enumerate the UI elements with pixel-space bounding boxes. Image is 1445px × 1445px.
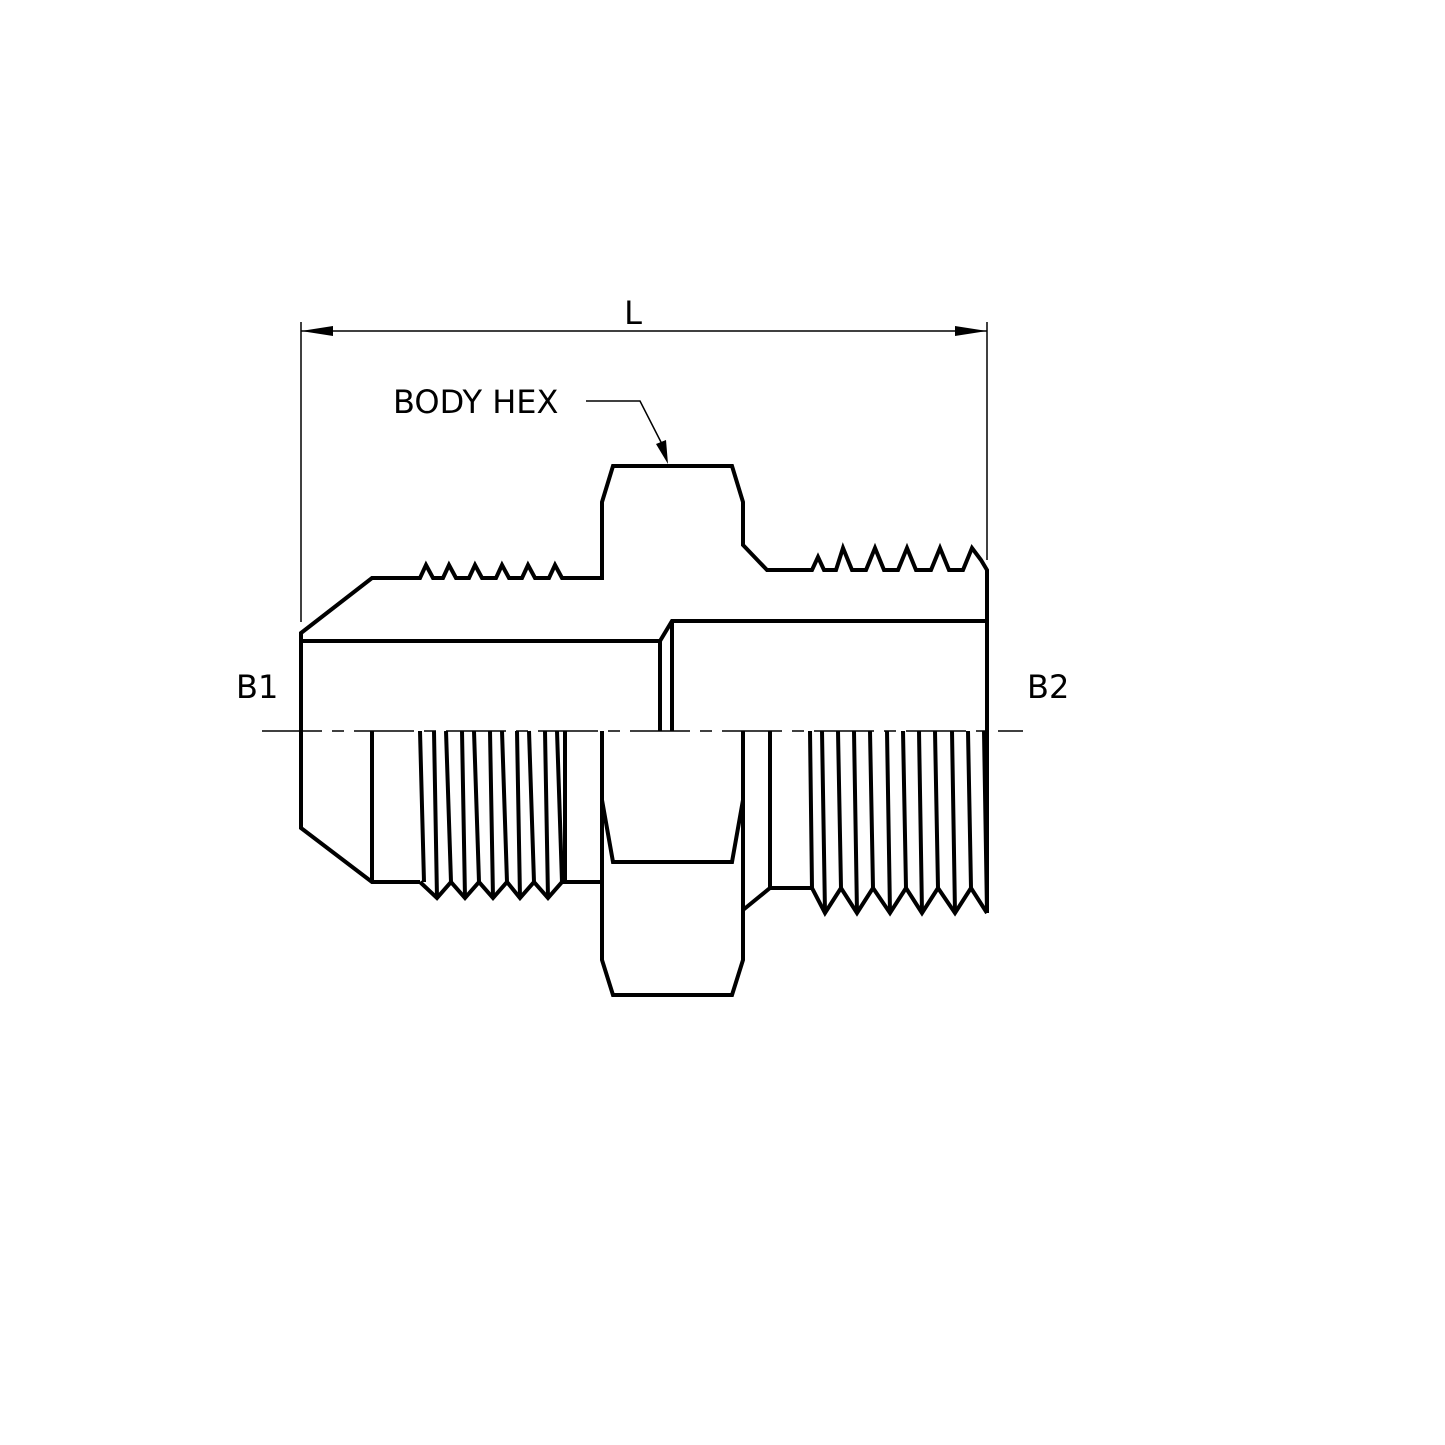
bore — [299, 621, 989, 731]
arrow-left-icon — [301, 326, 333, 336]
arrow-right-icon — [955, 326, 987, 336]
section-hatched-upper — [299, 464, 989, 643]
length-label: L — [624, 294, 642, 332]
exterior-lower — [299, 730, 989, 997]
leader-line — [586, 400, 665, 449]
thread-lines-b1 — [418, 730, 567, 899]
end-b2-label: B2 — [1027, 668, 1069, 706]
body-hex-label: BODY HEX — [393, 383, 558, 421]
leader-arrow-icon — [656, 440, 668, 464]
hex-flat — [600, 731, 745, 997]
end-b1-label: B1 — [236, 668, 278, 706]
thread-lines-b2 — [808, 730, 989, 914]
length-dimension: L — [300, 294, 988, 622]
body-hex-callout: BODY HEX — [393, 383, 668, 464]
